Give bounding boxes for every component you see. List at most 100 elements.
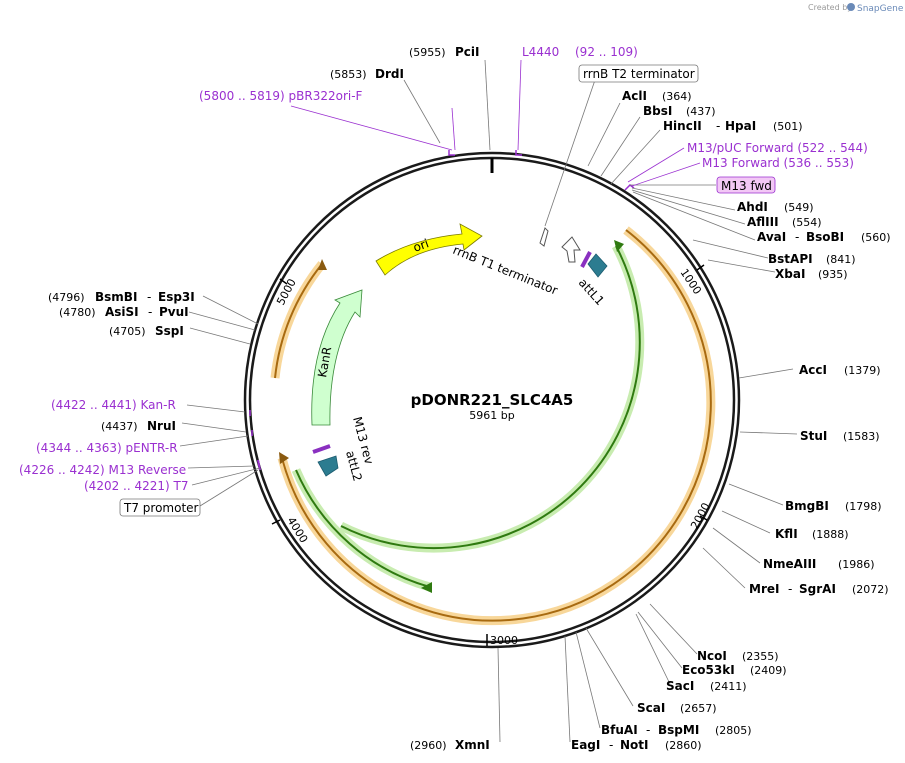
- hincii-name[interactable]: HincII: [663, 119, 702, 133]
- attl1-feature[interactable]: [587, 253, 608, 278]
- kfli-name[interactable]: KflI: [775, 527, 798, 541]
- bmgbi-name[interactable]: BmgBI: [785, 499, 829, 513]
- pbr322-label[interactable]: (5800 .. 5819) pBR322ori-F: [199, 89, 363, 103]
- asisi-name[interactable]: AsiSI: [105, 305, 139, 319]
- bstapi-num: (841): [826, 253, 856, 266]
- drdi-name[interactable]: DrdI: [375, 67, 404, 81]
- l4440-name[interactable]: L4440: [522, 45, 559, 59]
- attl1-label: attL1: [576, 276, 607, 308]
- stui-num: (1583): [843, 430, 880, 443]
- bstapi-name[interactable]: BstAPI: [768, 252, 813, 266]
- pbr322-primer-mark: [448, 150, 455, 156]
- acli-num: (364): [662, 90, 692, 103]
- bfuai-sep: -: [646, 723, 650, 737]
- bmgbi-num: (1798): [845, 500, 882, 513]
- ori-feature[interactable]: [375, 223, 483, 276]
- bbsi-name[interactable]: BbsI: [643, 104, 672, 118]
- sspi-name[interactable]: SspI: [155, 324, 184, 338]
- acli-name[interactable]: AclI: [622, 89, 647, 103]
- acci-num: (1379): [844, 364, 881, 377]
- tick-5000: [279, 278, 288, 285]
- eco53ki-name[interactable]: Eco53kI: [682, 663, 735, 677]
- pvui-name[interactable]: PvuI: [159, 305, 189, 319]
- nrui-num: (4437): [101, 420, 138, 433]
- rrnb-t2-label: rrnB T2 terminator: [583, 67, 695, 81]
- bsmbi-num: (4796): [48, 291, 85, 304]
- bsobi-name[interactable]: BsoBI: [806, 230, 844, 244]
- m13puc-leader: [627, 147, 685, 183]
- feature-arc-orange-right: [281, 229, 712, 622]
- aflii-name[interactable]: AflIII: [747, 215, 779, 229]
- saci-num: (2411): [710, 680, 747, 693]
- mrei-sep: -: [788, 582, 792, 596]
- feature-arc-orange-left: [274, 263, 323, 379]
- kfli-num: (1888): [812, 528, 849, 541]
- m13rev-primer-label[interactable]: (4226 .. 4242) M13 Reverse: [19, 463, 186, 477]
- attl1-purple-mark: [580, 251, 592, 268]
- sgrai-name[interactable]: SgrAI: [799, 582, 836, 596]
- t7-primer-label[interactable]: (4202 .. 4221) T7: [84, 479, 188, 493]
- pentr-label[interactable]: (4344 .. 4363) pENTR-R: [36, 441, 178, 455]
- m13fwd-primer-label[interactable]: M13 Forward (536 .. 553): [702, 156, 854, 170]
- plasmid-name: pDONR221_SLC4A5: [411, 391, 574, 409]
- tick-4000: [271, 519, 281, 525]
- noti-name[interactable]: NotI: [620, 738, 649, 752]
- bsmbi-name[interactable]: BsmBI: [95, 290, 137, 304]
- esp3i-name[interactable]: Esp3I: [158, 290, 195, 304]
- arrowhead-green-start: [614, 240, 624, 252]
- scai-name[interactable]: ScaI: [637, 701, 665, 715]
- stui-name[interactable]: StuI: [800, 429, 827, 443]
- credit-brand: SnapGene: [857, 4, 904, 14]
- acci-name[interactable]: AccI: [799, 363, 827, 377]
- mrei-num: (2072): [852, 583, 889, 596]
- pcii-name[interactable]: PciI: [455, 45, 480, 59]
- feature-arc-orange-right-glow: [277, 226, 716, 626]
- saci-name[interactable]: SacI: [666, 679, 694, 693]
- mrei-name[interactable]: MreI: [749, 582, 779, 596]
- tick-1000: [696, 264, 705, 271]
- eagi-num: (2860): [665, 739, 702, 752]
- m13fwd-box[interactable]: [716, 176, 776, 194]
- kanr-feature[interactable]: [311, 289, 363, 426]
- leader-lines: [179, 59, 798, 743]
- hpai-name[interactable]: HpaI: [725, 119, 756, 133]
- nmeaiii-name[interactable]: NmeAIII: [763, 557, 816, 571]
- tick-2000: [699, 515, 708, 521]
- bfuai-name[interactable]: BfuAI: [601, 723, 638, 737]
- arrowhead-green2: [421, 582, 432, 593]
- arrowhead-orange-left: [318, 259, 327, 270]
- snapgene-logo-icon: [847, 3, 855, 11]
- t7-promoter-label: T7 promoter: [123, 501, 199, 515]
- sspi-num: (4705): [109, 325, 146, 338]
- plasmid-length: 5961 bp: [469, 409, 514, 422]
- scai-num: (2657): [680, 702, 717, 715]
- avai-num: (560): [861, 231, 891, 244]
- bspmi-name[interactable]: BspMI: [658, 723, 699, 737]
- ahdi-name[interactable]: AhdI: [737, 200, 768, 214]
- nrui-name[interactable]: NruI: [147, 419, 176, 433]
- m13puc-label[interactable]: M13/pUC Forward (522 .. 544): [687, 141, 868, 155]
- xbai-name[interactable]: XbaI: [775, 267, 805, 281]
- xmni-num: (2960): [410, 739, 447, 752]
- tick-label-3000: 3000: [490, 634, 518, 647]
- ncoi-num: (2355): [742, 650, 779, 663]
- attl2-purple-mark: [312, 444, 331, 454]
- l4440-leader: [517, 59, 522, 151]
- eco53ki-num: (2409): [750, 664, 787, 677]
- t7-promoter-box[interactable]: [119, 498, 201, 517]
- rrnb-t2-symbol: [539, 227, 549, 247]
- attl2-feature[interactable]: [317, 455, 339, 477]
- rrnb-t1-label: rrnB T1 terminator: [451, 243, 560, 298]
- kanr-primer-label[interactable]: (4422 .. 4441) Kan-R: [51, 398, 176, 412]
- m13fwd-leader: [631, 162, 701, 187]
- eagi-name[interactable]: EagI: [571, 738, 600, 752]
- rrnb-t1-symbol: [561, 236, 581, 263]
- eagi-sep: -: [609, 738, 613, 752]
- rrnb-t2-box[interactable]: [578, 64, 699, 83]
- avai-name[interactable]: AvaI: [757, 230, 786, 244]
- backbone-outer: [243, 151, 741, 649]
- xmni-name[interactable]: XmnI: [455, 738, 490, 752]
- ncoi-name[interactable]: NcoI: [697, 649, 727, 663]
- pcii-num: (5955): [409, 46, 446, 59]
